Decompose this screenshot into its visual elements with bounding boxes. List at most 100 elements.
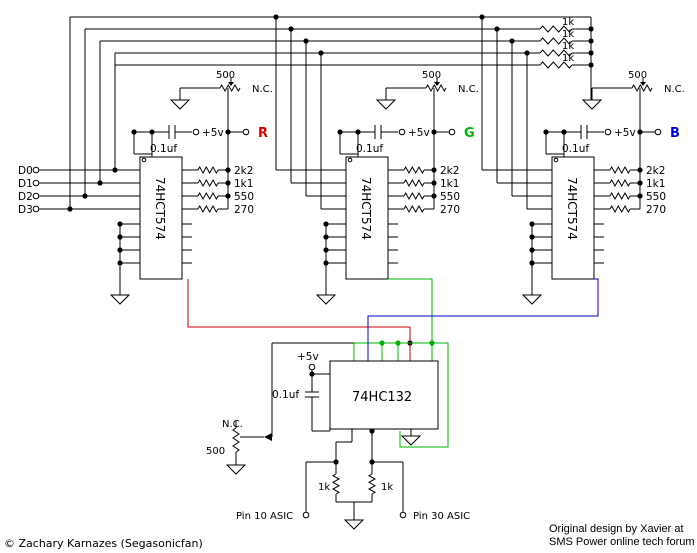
- ground-symbol: [375, 99, 397, 110]
- ground-symbol: [169, 99, 191, 110]
- junction-dot: [529, 221, 535, 227]
- chip-label: 74HCT574: [153, 177, 167, 240]
- output-terminal: [448, 128, 456, 136]
- credit-line-1: Original design by Xavier at: [549, 523, 684, 535]
- input-label-3: D3: [18, 204, 33, 216]
- pullup-value: 1k: [562, 41, 574, 52]
- chip-label: 74HCT574: [359, 177, 373, 240]
- junction-dot: [431, 167, 437, 173]
- chip-label: 74HCT574: [565, 177, 579, 240]
- junction-dot: [131, 129, 137, 135]
- chip-74hct574: [551, 156, 595, 280]
- resistor-value: 550: [440, 191, 460, 203]
- output-terminal: [654, 128, 662, 136]
- junction-dot: [323, 247, 329, 253]
- junction-dot: [524, 50, 530, 56]
- resistor-value: 2k2: [440, 165, 459, 177]
- resistor-value: 2k2: [646, 165, 665, 177]
- ground-symbol: [315, 294, 337, 305]
- cap-label: 0.1uf: [356, 143, 383, 155]
- potentiometer: [219, 83, 241, 93]
- dac-resistor: [403, 191, 425, 201]
- resistor-value: 1k1: [234, 178, 253, 190]
- dac-resistor: [403, 204, 425, 214]
- junction-dot: [117, 234, 123, 240]
- chip-74hct574: [345, 156, 389, 280]
- pin30-terminal: [399, 511, 407, 519]
- junction-dot: [318, 50, 324, 56]
- junction-dot: [117, 260, 123, 266]
- junction-dot: [288, 26, 294, 32]
- junction-dot: [588, 62, 594, 68]
- junction-dot: [369, 428, 375, 434]
- junction-dot: [273, 14, 279, 20]
- junction-dot: [323, 234, 329, 240]
- supply-terminal: [192, 128, 200, 136]
- pot-arrow: [228, 82, 234, 86]
- junction-dot: [67, 206, 73, 212]
- resistor-value: 550: [646, 191, 666, 203]
- nand-supply-label: +5v: [297, 351, 319, 363]
- junction-dot: [225, 180, 231, 186]
- color-output-label: R: [258, 126, 268, 141]
- resistor-value: 1k1: [440, 178, 459, 190]
- resistor-1k: [367, 473, 377, 495]
- nc-label: N.C.: [458, 84, 479, 95]
- supply-label: +5v: [408, 127, 430, 139]
- junction-dot: [479, 14, 485, 20]
- junction-dot: [323, 221, 329, 227]
- input-terminal: [32, 179, 40, 187]
- junction-dot: [117, 221, 123, 227]
- pot-arrow: [434, 82, 440, 86]
- nand-chip-label: 74HC132: [352, 390, 412, 405]
- red-wire: [187, 279, 411, 343]
- nand-cap-label: 0.1uf: [272, 389, 299, 401]
- input-terminal: [32, 192, 40, 200]
- junction-dot: [494, 26, 500, 32]
- junction-dot: [588, 50, 594, 56]
- dac-resistor: [197, 204, 219, 214]
- pullup-value: 1k: [562, 53, 574, 64]
- green-wire: [354, 342, 449, 448]
- pot-value: 500: [216, 70, 235, 81]
- junction-dot: [529, 247, 535, 253]
- junction-dot: [529, 234, 535, 240]
- ground-symbol: [400, 435, 422, 446]
- dac-resistor: [197, 191, 219, 201]
- junction-dot: [82, 193, 88, 199]
- input-label-1: D1: [18, 178, 33, 190]
- resistor-value: 1k1: [646, 178, 665, 190]
- nand-pot-value: 500: [206, 446, 225, 457]
- input-terminal: [32, 166, 40, 174]
- pin1-marker: [141, 157, 147, 163]
- resistor-value: 2k2: [234, 165, 253, 177]
- credit-line-2: SMS Power online tech forum: [549, 536, 695, 548]
- nand-r-right: 1k: [381, 482, 393, 493]
- ground-symbol: [581, 99, 603, 110]
- resistor-value: 270: [234, 204, 254, 216]
- junction-dot: [509, 38, 515, 44]
- resistor-value: 270: [440, 204, 460, 216]
- pullup-resistor: [539, 37, 573, 45]
- potentiometer: [232, 427, 240, 453]
- junction-dot: [303, 38, 309, 44]
- supply-terminal: [308, 363, 316, 371]
- pot-value: 500: [628, 70, 647, 81]
- copyright-text: © Zachary Karnazes (Segasonicfan): [4, 537, 203, 550]
- pullup-resistor: [539, 25, 573, 33]
- junction-dot: [529, 260, 535, 266]
- resistor-value: 270: [646, 204, 666, 216]
- junction-dot: [637, 180, 643, 186]
- pot-arrow: [264, 433, 272, 441]
- dac-resistor: [197, 178, 219, 188]
- junction-dot: [337, 129, 343, 135]
- pullup-resistor: [539, 49, 573, 57]
- potentiometer: [631, 83, 653, 93]
- pin10-label: Pin 10 ASIC: [236, 511, 293, 522]
- pullup-resistor: [539, 61, 573, 69]
- pin1-marker: [553, 157, 559, 163]
- blue-wire: [367, 278, 599, 361]
- junction-dot: [225, 167, 231, 173]
- dac-resistor: [403, 165, 425, 175]
- ground-symbol: [109, 294, 131, 305]
